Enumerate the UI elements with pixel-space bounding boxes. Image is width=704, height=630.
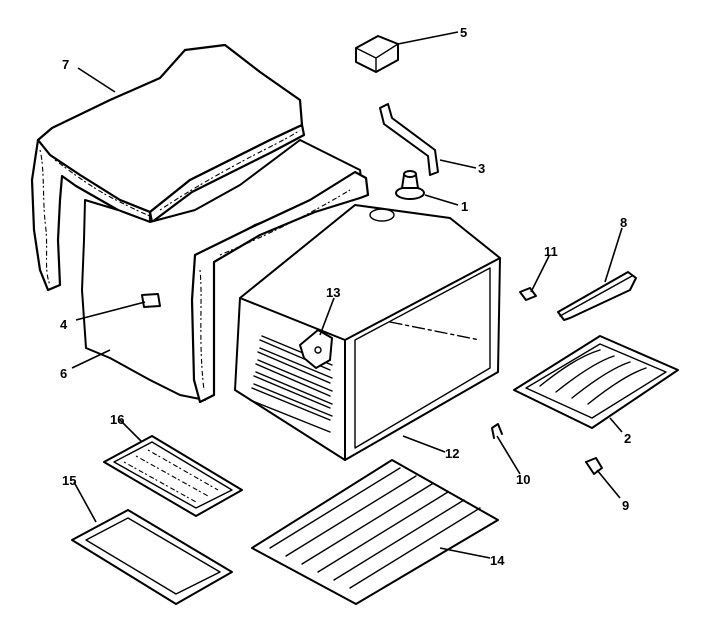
callout-16: 16 bbox=[110, 412, 124, 427]
callout-15: 15 bbox=[62, 473, 76, 488]
callout-2: 2 bbox=[624, 431, 631, 446]
leader-15 bbox=[73, 481, 97, 523]
leader-5 bbox=[397, 31, 459, 45]
leader-9 bbox=[596, 469, 621, 499]
callout-8: 8 bbox=[620, 215, 627, 230]
leader-10 bbox=[496, 435, 521, 475]
leader-11 bbox=[530, 255, 550, 293]
clip-small-part bbox=[519, 287, 537, 301]
leader-12 bbox=[402, 435, 446, 453]
callout-6: 6 bbox=[60, 366, 67, 381]
callout-1: 1 bbox=[461, 199, 468, 214]
oven-rack-part bbox=[251, 459, 499, 605]
hook-part bbox=[491, 423, 503, 439]
broiler-pan-part bbox=[71, 509, 233, 605]
leader-16 bbox=[119, 419, 143, 443]
leader-13 bbox=[319, 297, 335, 336]
callout-4: 4 bbox=[60, 317, 68, 332]
callout-labels: 1 2 3 4 5 6 7 8 9 10 11 12 13 14 15 16 bbox=[60, 25, 631, 568]
leader-1 bbox=[424, 194, 459, 206]
callout-10: 10 bbox=[516, 472, 530, 487]
leader-8 bbox=[604, 227, 623, 283]
bracket-part bbox=[557, 271, 637, 321]
leader-14 bbox=[439, 547, 491, 559]
element-tray-part bbox=[513, 335, 679, 429]
insulation-top-part bbox=[30, 43, 306, 292]
callout-11: 11 bbox=[544, 244, 558, 259]
callout-5: 5 bbox=[460, 25, 467, 40]
callout-14: 14 bbox=[490, 553, 505, 568]
leader-3 bbox=[439, 159, 477, 169]
tube-part bbox=[379, 103, 439, 176]
leader-7 bbox=[77, 67, 116, 93]
leader-2 bbox=[609, 417, 623, 433]
fitting-part bbox=[395, 170, 425, 200]
clip-part bbox=[585, 457, 603, 475]
callout-13: 13 bbox=[326, 285, 340, 300]
leader-6 bbox=[71, 349, 111, 369]
callout-12: 12 bbox=[445, 446, 459, 461]
broiler-grid-part bbox=[103, 435, 243, 517]
insulation-wrap-part bbox=[81, 139, 370, 404]
callout-7: 7 bbox=[62, 57, 69, 72]
leader-4 bbox=[75, 301, 146, 321]
callout-9: 9 bbox=[622, 498, 629, 513]
oven-cavity-part bbox=[234, 204, 501, 461]
callout-3: 3 bbox=[478, 161, 485, 176]
switch-block-part bbox=[355, 35, 399, 73]
leader-lines bbox=[71, 31, 623, 559]
